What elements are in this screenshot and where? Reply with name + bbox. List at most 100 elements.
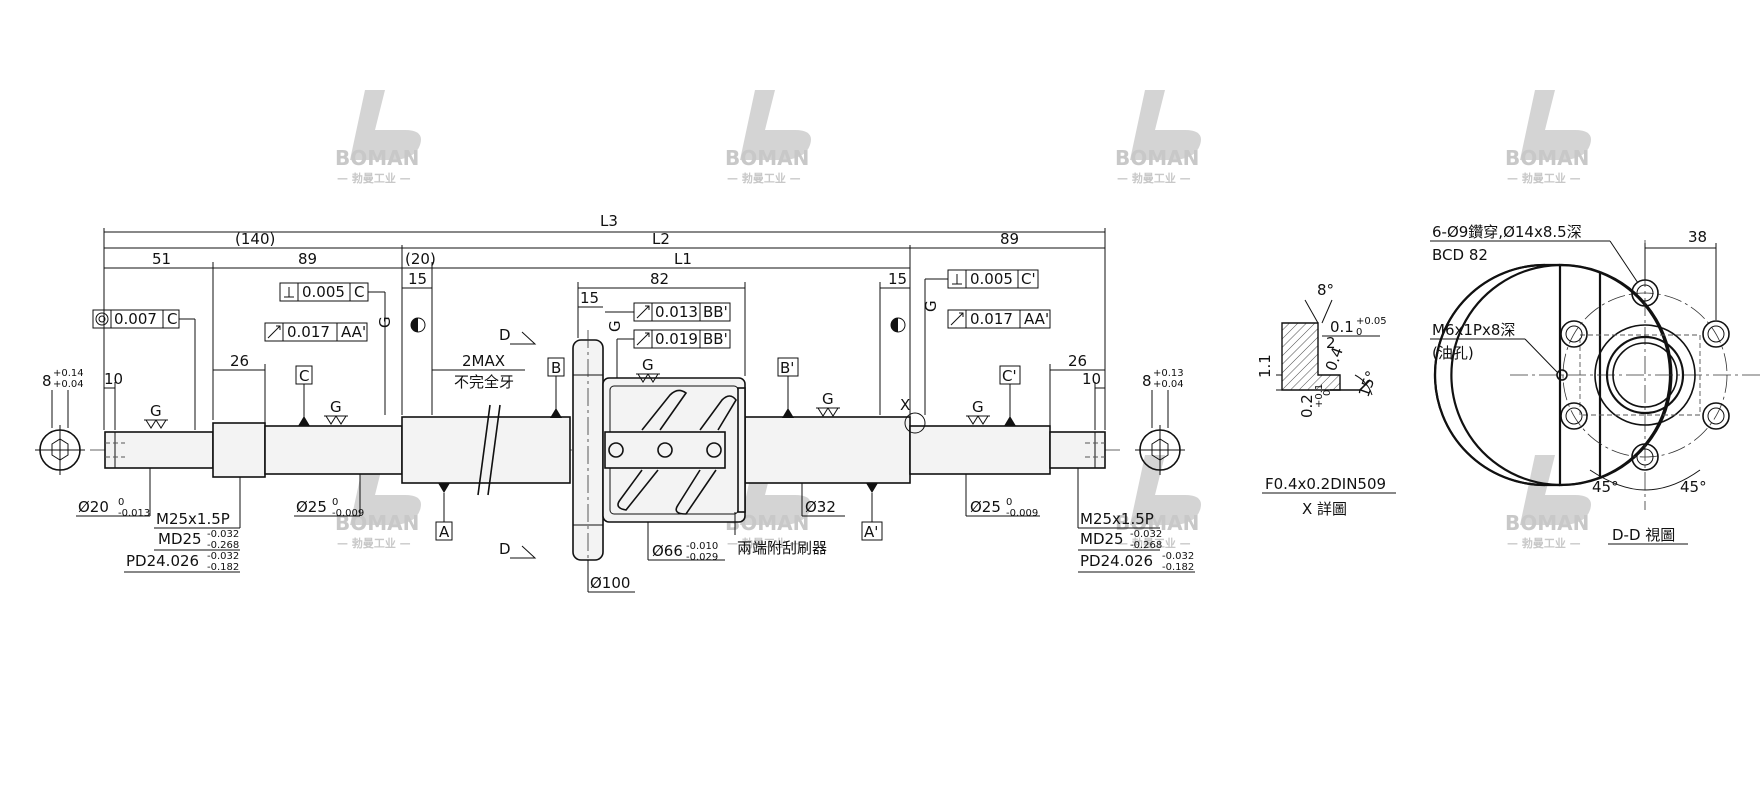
detail-x-label: X: [900, 396, 910, 414]
watermark-brand: BOMAN: [1115, 146, 1199, 170]
detail-caption: X 詳圖: [1302, 500, 1347, 518]
return-hidden: [1579, 334, 1701, 416]
perp1-value: 0.005: [302, 283, 345, 301]
oil-hole: [1556, 369, 1568, 381]
datum-c: C: [299, 367, 309, 385]
dia-100: Ø100: [590, 574, 630, 592]
grind-mark: G: [972, 398, 984, 416]
surface-finish-icon: [636, 373, 660, 383]
runout1-ref: AA': [341, 323, 366, 341]
thread-md-right-up: -0.032: [1130, 529, 1162, 540]
dia-25-right-up: 0: [1006, 497, 1012, 508]
dim-8-left-tol-dn: +0.04: [53, 379, 84, 390]
datum-b: B: [551, 359, 561, 377]
dim-10-right: 10: [1082, 370, 1101, 388]
datum-b2: B': [780, 359, 794, 377]
detail-0-2-tol2: 0: [1322, 390, 1333, 396]
runout3-ref: BB': [703, 330, 728, 348]
screw-icon: [657, 442, 673, 458]
dia-20: Ø20: [78, 498, 109, 516]
watermark-brand: BOMAN: [1115, 511, 1199, 535]
datum-triangle-icon: [866, 483, 878, 493]
dia-20-up: 0: [118, 497, 124, 508]
return-plate: [604, 431, 726, 469]
concentricity-ref: C: [167, 310, 177, 328]
dim-89-right: 89: [1000, 230, 1019, 248]
dia-32: Ø32: [805, 498, 836, 516]
dim-51: 51: [152, 250, 171, 268]
watermark-logo: BOMAN — 勃曼工业 —: [1505, 90, 1591, 185]
grind-mark: G: [922, 300, 940, 312]
runout-icon: [636, 332, 650, 346]
perp2-ref: C': [1021, 270, 1036, 288]
dd-oil-note: (油孔): [1432, 344, 1474, 362]
dim-l2: L2: [652, 230, 670, 248]
detail-0-1-dn: 0: [1356, 327, 1362, 338]
watermark-subtitle: — 勃曼工业 —: [727, 171, 801, 185]
dimensions: L3 (140) L2 89 51 89 (20) L1 15 82 15 15…: [42, 212, 1184, 430]
detail-0-2-tol: +0.1: [1314, 384, 1325, 408]
dim-8-right-tol-up: +0.13: [1153, 368, 1184, 379]
note-2max: 2MAX: [462, 352, 505, 370]
watermark-logo: BOMAN — 勃曼工业 —: [1505, 455, 1591, 550]
detail-2: 2: [1326, 334, 1336, 352]
detail-spec: F0.4x0.2DIN509: [1265, 475, 1386, 493]
bolt-hole: [1702, 320, 1730, 348]
dim-l1: L1: [674, 250, 692, 268]
watermark-brand: BOMAN: [335, 511, 419, 535]
thread-m-left: M25x1.5P: [156, 510, 230, 528]
watermark-subtitle: — 勃曼工业 —: [1507, 171, 1581, 185]
concentricity-icon: [95, 312, 109, 326]
thread-md-left-dn: -0.268: [207, 540, 239, 551]
screw-shaft-left: [401, 416, 571, 484]
dim-15-left: 15: [408, 270, 427, 288]
runout2-value: 0.013: [655, 303, 698, 321]
dd-holes-spec: 6-Ø9鑽穿,Ø14x8.5深: [1432, 223, 1582, 241]
dd-caption: D-D 視圖: [1612, 526, 1675, 544]
runout3-value: 0.019: [655, 330, 698, 348]
note-wiper: 兩端附刮刷器: [737, 539, 827, 557]
detail-0-1: 0.1: [1330, 318, 1354, 336]
thread-md-right-dn: -0.268: [1130, 540, 1162, 551]
surface-finish-icon: [324, 415, 348, 425]
watermark-brand: BOMAN: [1505, 146, 1589, 170]
shaft-end-left: [104, 431, 214, 469]
bolt-hole: [1631, 443, 1659, 471]
dim-15-right: 15: [888, 270, 907, 288]
detail-angle-15: 15°: [1355, 368, 1381, 399]
concentricity-value: 0.007: [114, 310, 157, 328]
bolt-hole: [1560, 320, 1588, 348]
dia-66: Ø66: [652, 542, 683, 560]
dia-20-dn: -0.013: [118, 508, 150, 519]
datum-c2: C': [1002, 367, 1017, 385]
runout-icon: [950, 312, 964, 326]
detail-x-view: 8° 0.1 +0.05 0 2 0.4 1.1 0.2 +0.1 0 15° …: [1256, 281, 1396, 518]
watermark-brand: BOMAN: [1505, 511, 1589, 535]
datum-triangle-icon: [782, 408, 794, 418]
watermark-subtitle: — 勃曼工业 —: [337, 536, 411, 550]
datum-triangle-icon: [438, 483, 450, 493]
main-view: [35, 330, 1185, 570]
dd-bcd: BCD 82: [1432, 246, 1488, 264]
screw-shaft-right: [744, 416, 911, 484]
dia-25-right: Ø25: [970, 498, 1001, 516]
angle-arc: [1589, 469, 1646, 491]
section-mark-bottom: D: [499, 540, 511, 558]
watermark-subtitle: — 勃曼工业 —: [1507, 536, 1581, 550]
dd-angle-45-right: 45°: [1680, 478, 1707, 496]
dim-26-right: 26: [1068, 352, 1087, 370]
section-arrow-icon: [510, 331, 537, 345]
watermark-brand: BOMAN: [335, 146, 419, 170]
thread-pd-right-up: -0.032: [1162, 551, 1194, 562]
thread-pd-left: PD24.026: [126, 552, 199, 570]
perp2-value: 0.005: [970, 270, 1013, 288]
grind-mark: G: [330, 398, 342, 416]
runout-icon: [636, 305, 650, 319]
runout-icon: [267, 325, 281, 339]
screw-icon: [706, 442, 722, 458]
datum-triangle-icon: [1004, 416, 1016, 426]
runout1-value: 0.017: [287, 323, 330, 341]
dd-oil-spec: M6x1Px8深: [1432, 321, 1515, 339]
surface-finish-icon: [816, 407, 840, 417]
